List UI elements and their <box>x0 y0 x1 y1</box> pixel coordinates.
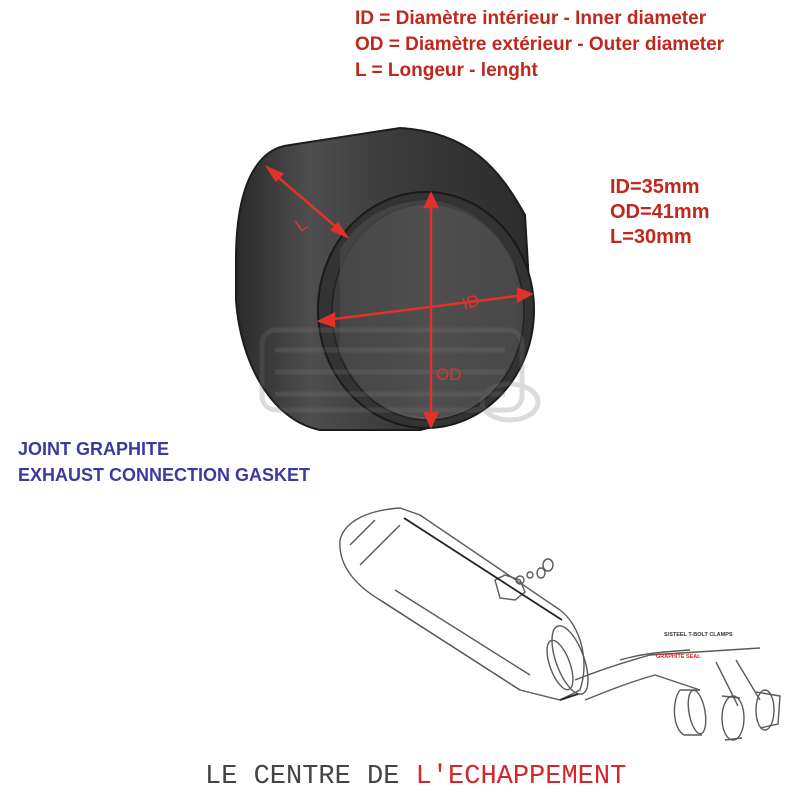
exhaust-diagram <box>339 507 781 741</box>
legend-od-line: OD = Diamètre extérieur - Outer diameter <box>355 34 725 55</box>
exhaust-diagram-accent <box>403 517 579 701</box>
legend: ID = Diamètre intérieur - Inner diameter… <box>355 6 724 84</box>
clamp-label: S/STEEL T-BOLT CLAMPS <box>664 632 733 638</box>
footer-brand-part2: L'ECHAPPEMENT <box>415 762 627 792</box>
product-name: JOINT GRAPHITE EXHAUST CONNECTION GASKET <box>18 436 310 488</box>
watermark-logo <box>259 327 541 423</box>
seal-label: GRAPHITE SEAL <box>656 654 701 660</box>
dimension-l-arrow <box>264 165 350 239</box>
gasket-inner-back <box>340 200 515 418</box>
legend-l-line: L = Longeur - lenght <box>355 60 538 81</box>
dimension-id-arrow <box>316 287 534 328</box>
product-name-en: EXHAUST CONNECTION GASKET <box>18 465 311 485</box>
dimension-od-label: OD <box>436 365 462 384</box>
spec-od: OD=41mm <box>610 201 710 223</box>
dimension-id-label: ID <box>460 291 482 314</box>
specs: ID=35mm OD=41mm L=30mm <box>610 175 710 250</box>
legend-id-line: ID = Diamètre intérieur - Inner diameter <box>355 8 707 29</box>
dimension-od-arrow <box>423 191 439 429</box>
spec-l: L=30mm <box>610 226 692 248</box>
product-name-fr: JOINT GRAPHITE <box>18 439 170 459</box>
spec-id: ID=35mm <box>610 176 700 198</box>
footer-brand: LE CENTRE DE L'ECHAPPEMENT <box>205 762 627 792</box>
footer-brand-part1: LE CENTRE DE <box>205 762 416 792</box>
